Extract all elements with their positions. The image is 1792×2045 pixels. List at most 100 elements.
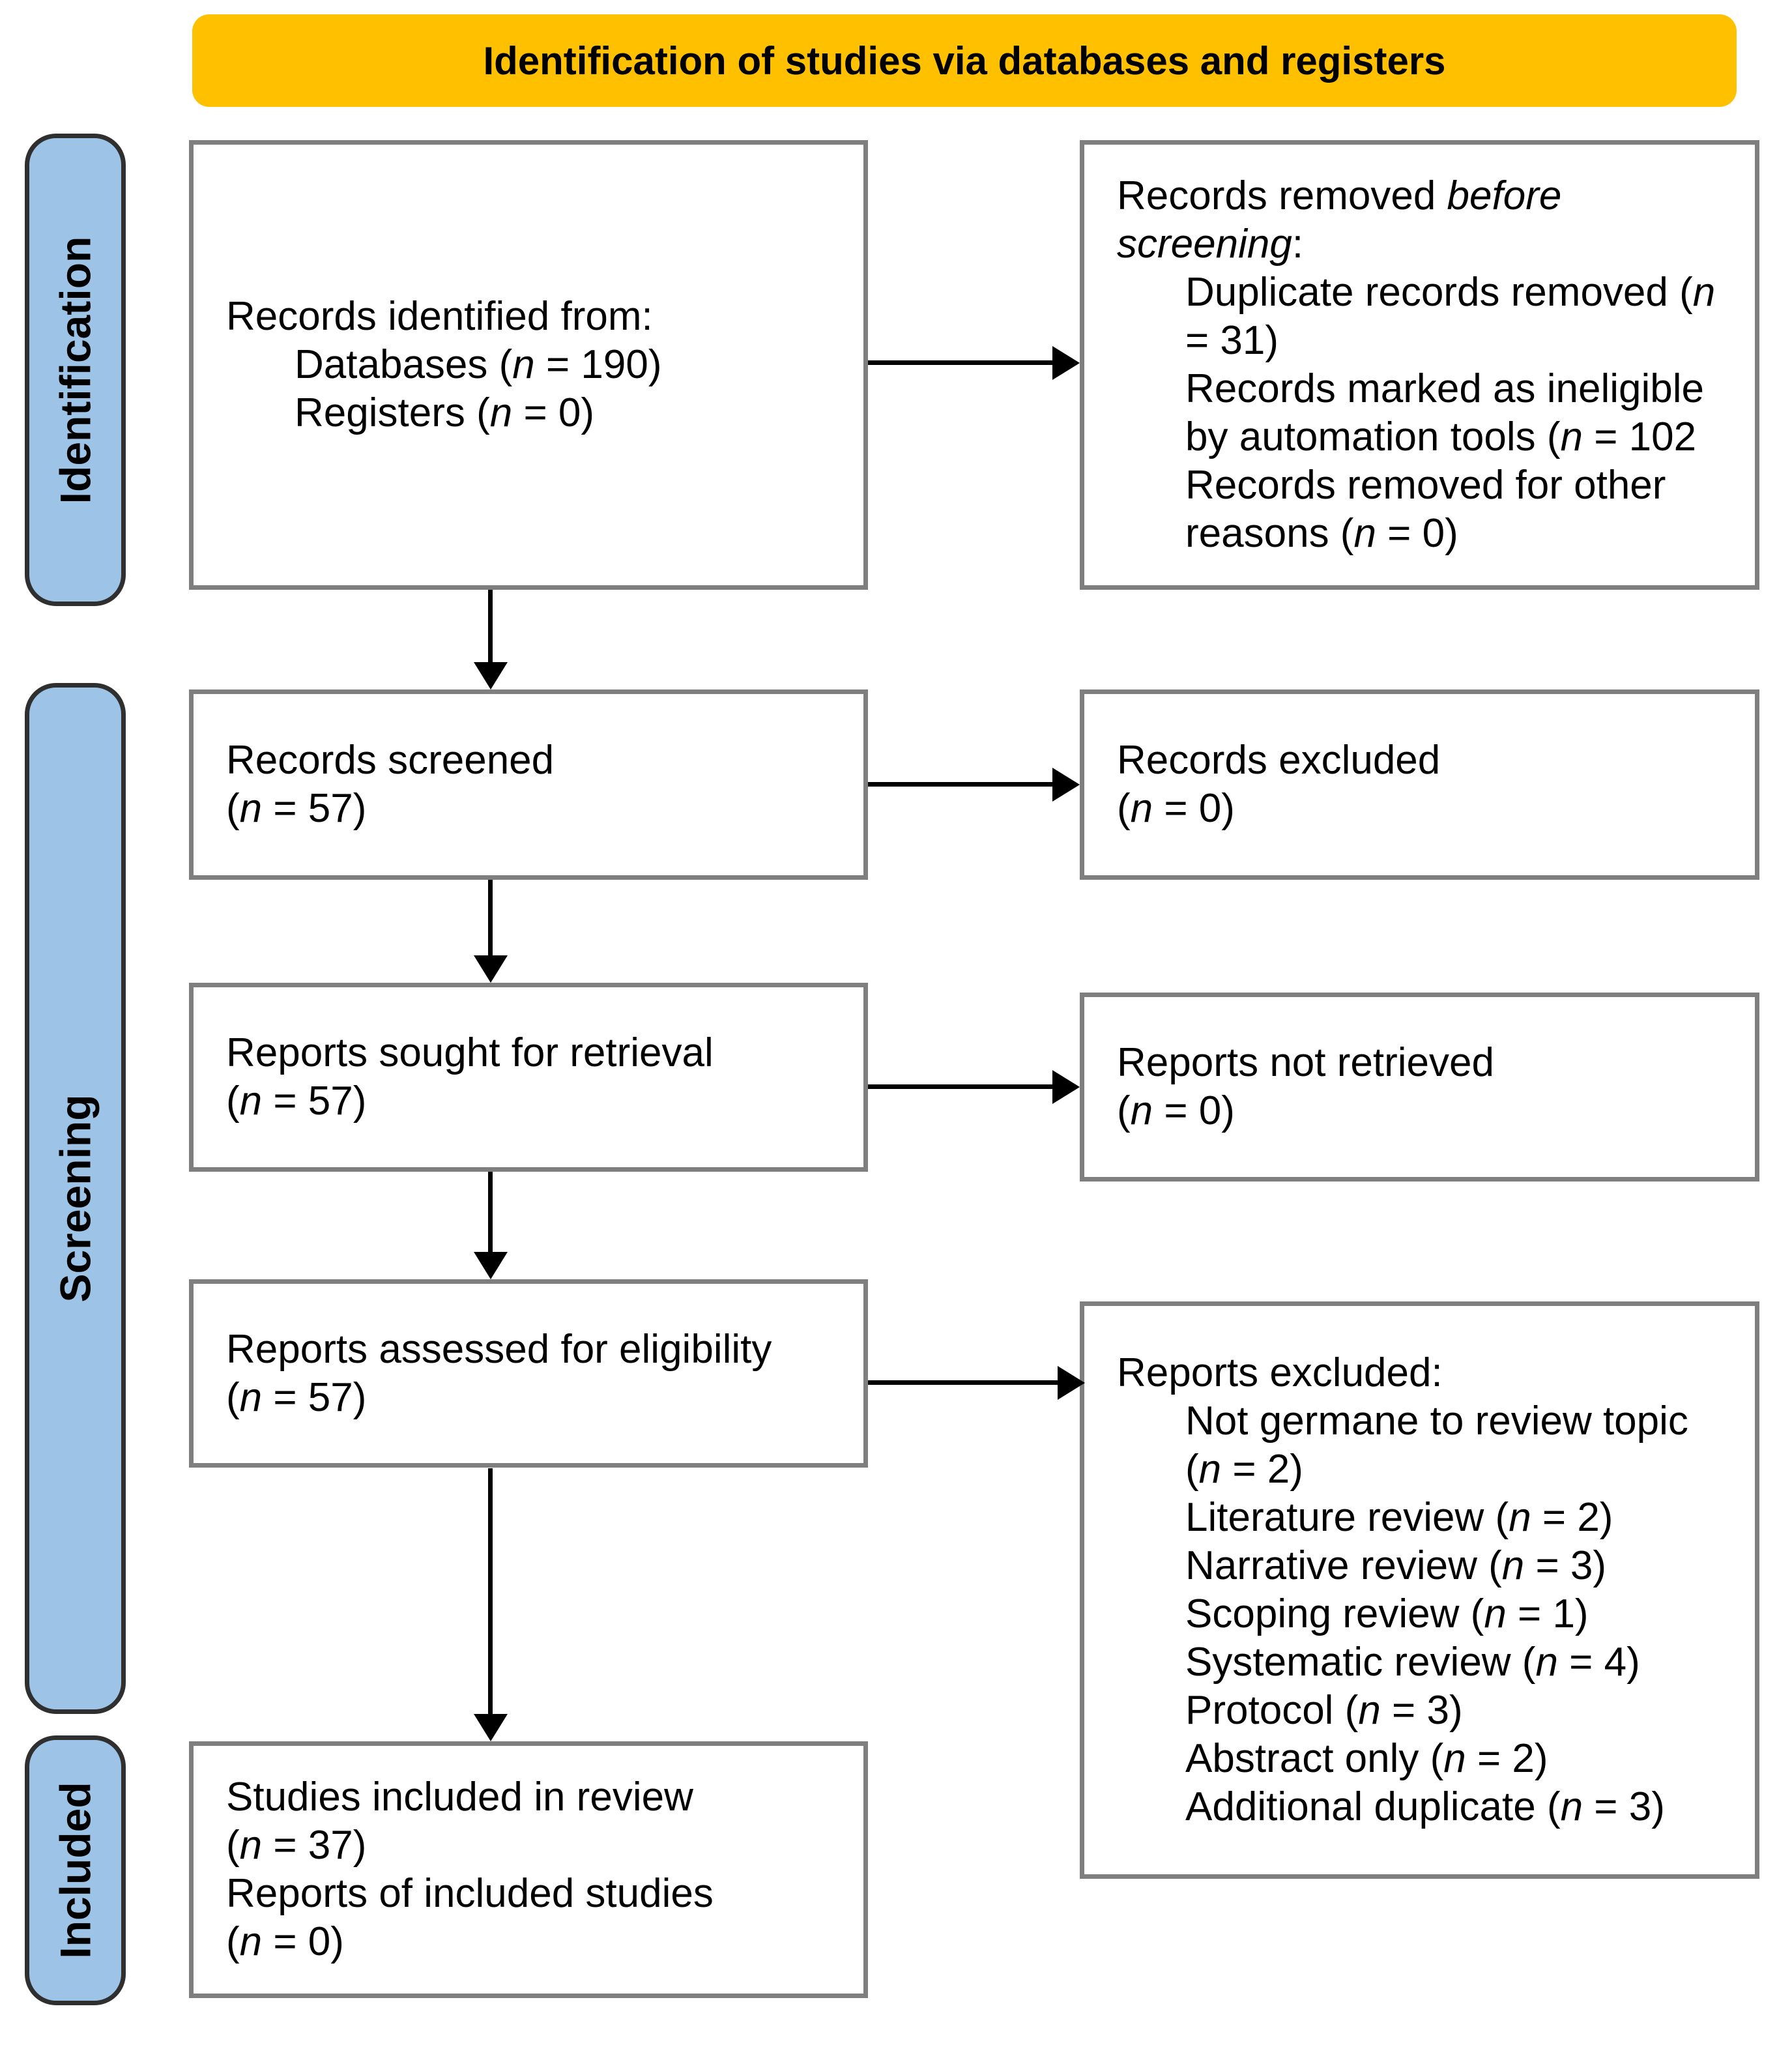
text-line: Records marked as ineligible by automati… <box>1185 365 1730 461</box>
text-line: Additional duplicate (n = 3) <box>1185 1783 1730 1831</box>
text-line: Databases (n = 190) <box>295 341 839 389</box>
text-line: Literature review (n = 2) <box>1185 1494 1730 1542</box>
text-segment: Registers ( <box>295 390 490 435</box>
text-line: Records removed before screening: <box>1117 172 1730 268</box>
text-segment: Literature review ( <box>1185 1495 1509 1540</box>
box-records-excluded: Records excluded(n = 0) <box>1080 689 1759 880</box>
text-line: (n = 0) <box>1117 785 1730 833</box>
stage-label-text: Included <box>51 1782 100 1959</box>
text-line: Reports sought for retrieval <box>226 1029 839 1077</box>
text-segment: = 3) <box>1380 1688 1463 1733</box>
text-segment: n <box>1560 1784 1583 1829</box>
text-line: Abstract only (n = 2) <box>1185 1735 1730 1783</box>
text-segment: = 3) <box>1583 1784 1665 1829</box>
text-segment: ( <box>226 1919 240 1964</box>
text-line: Reports excluded: <box>1117 1349 1730 1397</box>
text-line: Records screened <box>226 736 839 785</box>
text-segment: Records removed for other reasons ( <box>1185 463 1666 556</box>
text-segment: ( <box>226 1374 240 1420</box>
arrow-screened-to-excluded <box>868 782 1052 787</box>
text-line: Reports not retrieved <box>1117 1039 1730 1087</box>
text-segment: ( <box>226 786 240 831</box>
text-segment: Reports assessed for eligibility <box>226 1326 772 1372</box>
text-segment: = 2) <box>1531 1495 1613 1540</box>
text-segment: = 0) <box>1153 786 1235 831</box>
arrow-sought-to-assessed <box>488 1172 493 1252</box>
text-line: (n = 37) <box>226 1821 839 1870</box>
text-line: Scoping review (n = 1) <box>1185 1590 1730 1638</box>
box-reports-excluded: Reports excluded:Not germane to review t… <box>1080 1301 1759 1879</box>
text-segment: n <box>1130 786 1153 831</box>
text-segment: Reports sought for retrieval <box>226 1030 714 1075</box>
box-reports-not-retrieved: Reports not retrieved(n = 0) <box>1080 993 1759 1182</box>
text-segment: n <box>1443 1736 1466 1781</box>
text-segment: Reports of included studies <box>226 1871 714 1916</box>
text-segment: Databases ( <box>295 342 513 387</box>
text-segment: = 57) <box>262 786 367 831</box>
text-line: Records excluded <box>1117 736 1730 785</box>
text-segment: ( <box>1117 1088 1131 1133</box>
text-line: Studies included in review <box>226 1773 839 1821</box>
text-segment: Duplicate records removed ( <box>1185 270 1693 315</box>
text-segment: Abstract only ( <box>1185 1736 1444 1781</box>
text-segment: n <box>1535 1640 1558 1685</box>
text-segment: : <box>1292 222 1304 267</box>
box-records-identified: Records identified from:Databases (n = 1… <box>189 140 868 590</box>
arrow-assessed-to-reports-excluded <box>868 1380 1058 1385</box>
box-reports-sought-for-retrieval: Reports sought for retrieval(n = 57) <box>189 983 868 1172</box>
arrow-sought-to-not-retrieved <box>868 1084 1052 1089</box>
stage-label-text: Screening <box>51 1094 100 1303</box>
text-segment: before screening <box>1117 173 1562 267</box>
text-segment: = 57) <box>262 1374 367 1420</box>
text-segment: = 1) <box>1506 1591 1589 1636</box>
text-line: Records identified from: <box>226 293 839 341</box>
arrow-identified-to-screened <box>488 590 493 662</box>
text-segment: n <box>1358 1688 1381 1733</box>
stage-label-screening: Screening <box>25 683 126 1714</box>
text-line: Protocol (n = 3) <box>1185 1687 1730 1735</box>
text-segment: Reports excluded: <box>1117 1350 1443 1395</box>
text-segment: Narrative review ( <box>1185 1543 1502 1588</box>
text-line: Records removed for other reasons (n = 0… <box>1185 461 1730 558</box>
text-line: Reports assessed for eligibility <box>226 1326 839 1374</box>
text-segment: Systematic review ( <box>1185 1640 1536 1685</box>
text-segment: Records removed <box>1117 173 1447 218</box>
text-line: Not germane to review topic (n = 2) <box>1185 1397 1730 1494</box>
text-segment: ( <box>1117 786 1131 831</box>
text-segment: Additional duplicate ( <box>1185 1784 1561 1829</box>
box-reports-assessed-for-eligibility: Reports assessed for eligibility(n = 57) <box>189 1279 868 1468</box>
text-segment: n <box>1692 270 1716 315</box>
box-studies-included-in-review: Studies included in review(n = 37)Report… <box>189 1741 868 1998</box>
text-segment: = 190) <box>534 342 662 387</box>
stage-label-text: Identification <box>51 236 100 504</box>
text-segment: = 0) <box>262 1919 344 1964</box>
arrow-screened-to-sought <box>488 880 493 955</box>
text-segment: Records identified from: <box>226 294 653 339</box>
text-segment: = 0) <box>1376 511 1458 556</box>
text-segment: n <box>1560 414 1583 459</box>
text-segment: n <box>512 342 535 387</box>
text-segment: = 57) <box>262 1079 367 1124</box>
text-segment: ( <box>226 1079 240 1124</box>
text-segment: n <box>1501 1543 1525 1588</box>
text-segment: Reports not retrieved <box>1117 1040 1494 1085</box>
arrow-identified-to-removed <box>868 360 1052 365</box>
stage-label-included: Included <box>25 1735 126 2005</box>
text-line: Registers (n = 0) <box>295 389 839 437</box>
text-segment: = 0) <box>512 390 595 435</box>
text-segment: = 3) <box>1524 1543 1607 1588</box>
text-line: Narrative review (n = 3) <box>1185 1542 1730 1590</box>
text-line: Systematic review (n = 4) <box>1185 1638 1730 1687</box>
text-segment: = 2) <box>1221 1447 1303 1492</box>
text-line: (n = 57) <box>226 785 839 833</box>
text-segment: n <box>239 1919 263 1964</box>
text-segment: = 4) <box>1557 1640 1640 1685</box>
text-line: (n = 0) <box>226 1918 839 1966</box>
text-segment: n <box>489 390 513 435</box>
text-line: Reports of included studies <box>226 1870 839 1918</box>
text-segment: = 0) <box>1153 1088 1235 1133</box>
text-segment: n <box>1509 1495 1531 1540</box>
text-segment: n <box>1484 1591 1507 1636</box>
text-segment: Records excluded <box>1117 738 1441 783</box>
